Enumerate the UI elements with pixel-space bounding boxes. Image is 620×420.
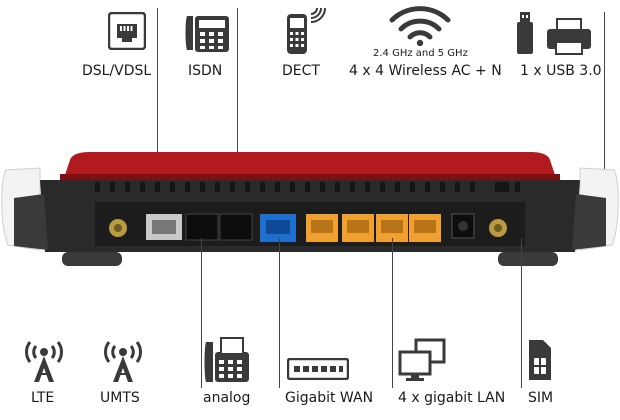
analog-label: analog (203, 390, 251, 406)
usb-label: 1 x USB 3.0 (520, 63, 602, 79)
usb-icon (516, 12, 534, 56)
lte-label: LTE (31, 390, 55, 406)
sim-connector-line (521, 238, 522, 388)
wifi-label: 4 x 4 Wireless AC + N (349, 63, 502, 79)
umts-label: UMTS (100, 390, 140, 406)
isdn-connector-line (237, 8, 238, 233)
dsl-connector-line (157, 8, 158, 233)
lte-antenna-icon (22, 338, 66, 384)
desk-phone-icon (183, 12, 231, 54)
monitors-icon (398, 338, 446, 382)
dsl-label: DSL/VDSL (82, 63, 152, 79)
ethernet-port-icon (108, 12, 146, 50)
gigabit-lan-label: 4 x gigabit LAN (398, 390, 506, 406)
wifi-frequency-label: 2.4 GHz and 5 GHz (373, 48, 468, 59)
fax-icon (203, 336, 251, 384)
wan-connector-line (279, 238, 280, 388)
gigabit-wan-label: Gigabit WAN (285, 390, 374, 406)
dect-label: DECT (282, 63, 320, 79)
umts-antenna-icon (101, 338, 145, 384)
lan-connector-line (392, 238, 393, 388)
sim-card-icon (527, 338, 553, 382)
dect-phone-icon (283, 4, 329, 56)
printer-icon (546, 18, 592, 56)
router-back-panel (0, 150, 620, 275)
wifi-icon (388, 6, 452, 46)
analog-connector-line (201, 238, 202, 388)
sim-label: SIM (528, 390, 554, 406)
switch-icon (287, 358, 349, 380)
isdn-label: ISDN (188, 63, 223, 79)
usb-connector-line (604, 12, 605, 227)
